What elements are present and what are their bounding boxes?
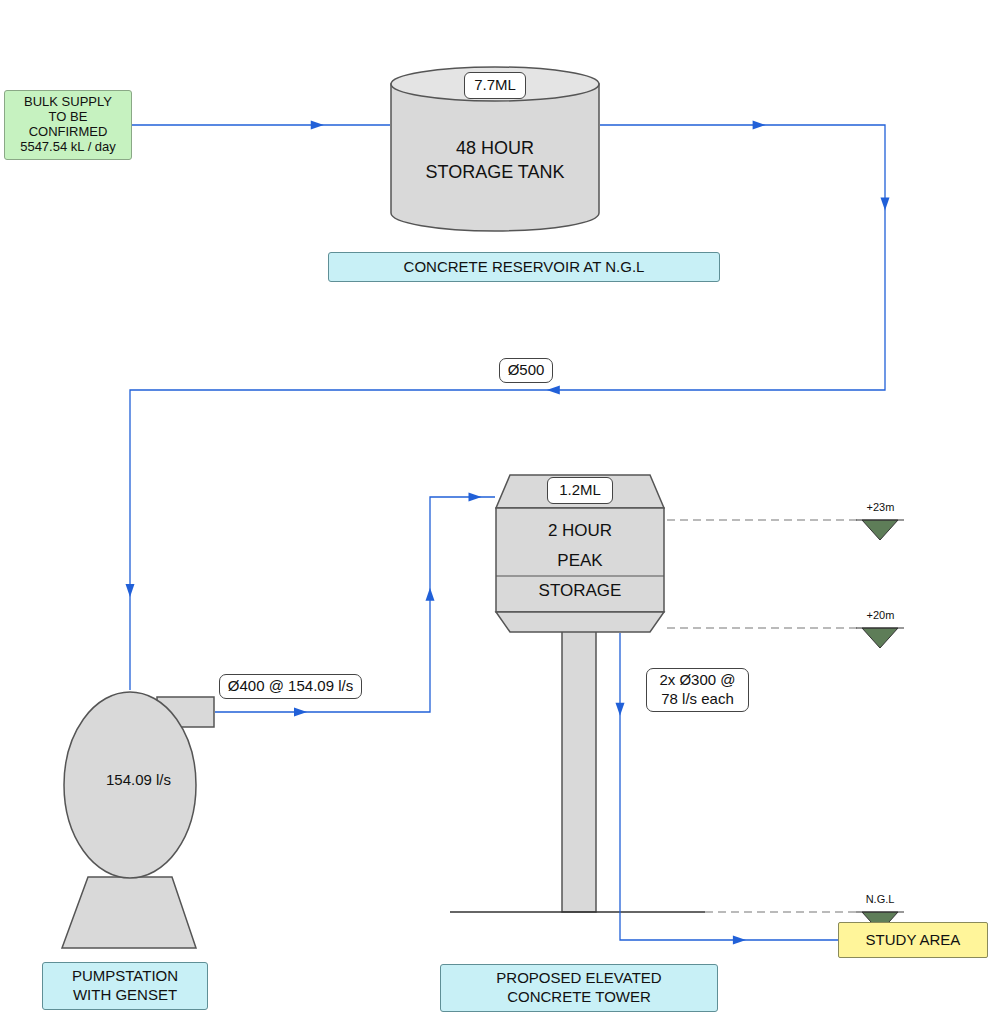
arrowhead [616, 703, 625, 716]
storage-tank: 48 HOUR STORAGE TANK 7.7ML [390, 66, 600, 232]
arrowhead [126, 584, 135, 597]
pipe-label: Ø500 [499, 358, 553, 383]
level-label: +20m [864, 609, 897, 621]
pipe-run [132, 121, 390, 130]
pipe-run [616, 633, 839, 945]
caption-box: CONCRETE RESERVOIR AT N.G.L [328, 252, 720, 282]
arrowhead [311, 121, 324, 130]
pipe-run [215, 493, 495, 717]
pipe-connector [215, 497, 495, 712]
node-text: BULK SUPPLY TO BE CONFIRMED 5547.54 kL /… [14, 95, 122, 155]
tower-stem [562, 630, 596, 912]
level-line [705, 911, 858, 912]
arrowhead [881, 198, 890, 211]
capacity-tag: 1.2ML [547, 477, 613, 504]
arrowhead [547, 386, 560, 395]
level-marker-bar [856, 627, 904, 628]
caption-box: PUMPSTATION WITH GENSET [42, 962, 208, 1010]
node-text: PROPOSED ELEVATED CONCRETE TOWER [464, 969, 694, 1007]
level-line [667, 627, 858, 628]
supply-box: BULK SUPPLY TO BE CONFIRMED 5547.54 kL /… [4, 90, 132, 160]
tank-body [391, 84, 599, 231]
level-label: N.G.L [863, 893, 897, 905]
tower-cap [496, 475, 664, 508]
level-marker [862, 520, 898, 540]
elevated-tower: 2 HOUR PEAK STORAGE 1.2ML [495, 473, 665, 633]
tank-top [391, 67, 599, 101]
node-text: 1.2ML [559, 482, 601, 499]
level-marker-bar [856, 519, 904, 520]
node-text: 7.7ML [474, 77, 516, 94]
pump-casing [64, 692, 196, 878]
ground-line [450, 911, 705, 913]
pipe-connector [620, 633, 838, 940]
pump: 154.09 l/s [62, 690, 215, 880]
arrowhead [469, 493, 482, 502]
node-text: CONCRETE RESERVOIR AT N.G.L [404, 258, 645, 276]
capacity-tag: 7.7ML [464, 72, 526, 99]
tower-band [496, 575, 664, 576]
level-label: +23m [864, 501, 897, 513]
caption-box: PROPOSED ELEVATED CONCRETE TOWER [440, 964, 718, 1012]
pump-base [62, 877, 196, 948]
node-text: 154.09 l/s [106, 771, 171, 789]
level-marker [862, 628, 898, 648]
tower-tank [496, 508, 664, 612]
level-line [667, 519, 858, 520]
node-text: 48 HOUR STORAGE TANK [420, 136, 570, 185]
arrowhead [733, 936, 746, 945]
pipe-connector [132, 124, 390, 125]
node-text: STUDY AREA [866, 931, 961, 949]
arrowhead [753, 121, 766, 130]
tower-base [496, 612, 664, 632]
node-text: 2 HOUR PEAK STORAGE [530, 516, 630, 606]
arrowhead [426, 588, 435, 601]
destination-box: STUDY AREA [838, 922, 988, 958]
pipe-label: Ø400 @ 154.09 l/s [219, 674, 362, 699]
pipe-label: 2x Ø300 @ 78 l/s each [646, 668, 749, 712]
level-marker-bar [856, 911, 904, 912]
node-text: PUMPSTATION WITH GENSET [55, 967, 195, 1005]
arrowhead [294, 708, 307, 717]
